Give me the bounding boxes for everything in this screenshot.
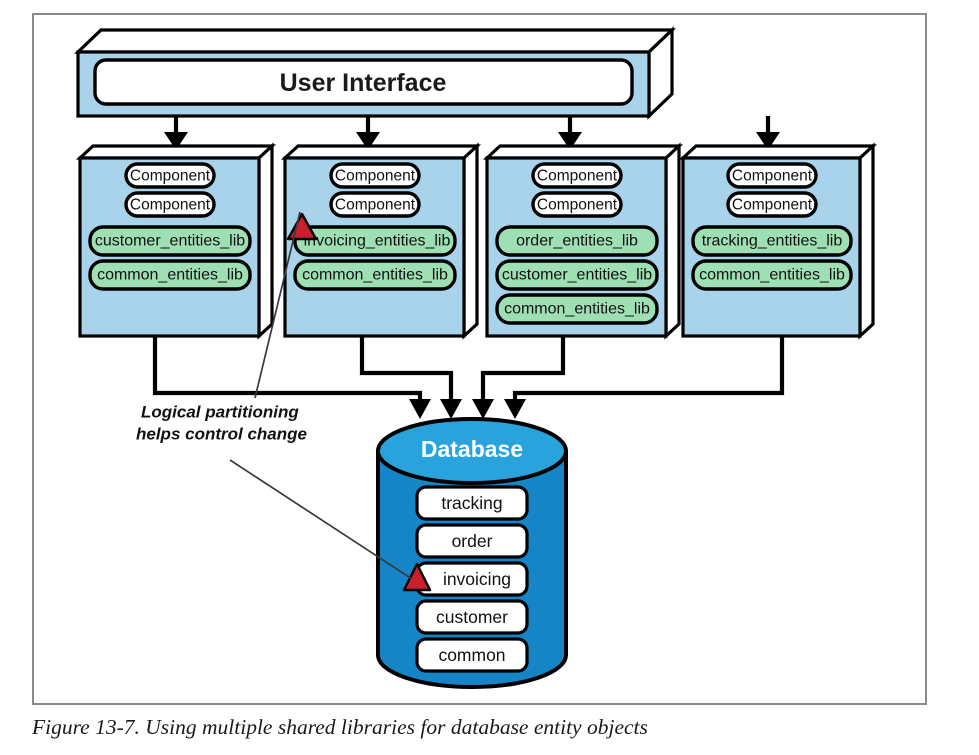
service-3-component-1-label: Component (537, 168, 618, 185)
service-2-library-2-label: common_entities_lib (302, 267, 448, 284)
db-connector-1 (152, 336, 423, 403)
service-box-4[interactable]: Component Component tracking_entities_li… (678, 142, 878, 340)
service-2-side-face (462, 142, 479, 340)
annotation-line-2: helps control change (136, 425, 307, 444)
invoicing-table-marker-icon (402, 562, 432, 592)
database-top-ellipse (376, 417, 568, 485)
database-table-common-label: common (438, 645, 505, 665)
service-3-library-1-label: order_entities_lib (516, 233, 638, 250)
service-2-component-1-label: Component (335, 168, 416, 185)
service-box-2[interactable]: Component Component invoicing_entities_l… (280, 142, 482, 340)
service-4-library-1-label: tracking_entities_lib (702, 233, 843, 250)
service-1-library-2-label: common_entities_lib (97, 267, 243, 284)
service-3-library-2-label: customer_entities_lib (502, 267, 652, 284)
db-connector-1-arrowhead (409, 399, 431, 419)
service-1-library-1[interactable] (88, 225, 252, 257)
database-table-customer[interactable] (415, 599, 529, 635)
service-2-library-1-label: invoicing_entities_lib (304, 233, 451, 250)
service-1-top-face (75, 144, 277, 160)
service-4-component-2[interactable] (726, 191, 818, 218)
service-to-database-connectors (152, 336, 785, 419)
service-1-component-1-label: Component (130, 168, 211, 185)
service-3-component-2-label: Component (537, 197, 618, 214)
ui-layer-inner-panel (93, 58, 634, 106)
database-cylinder[interactable]: Database tracking order invoicing custom… (376, 417, 568, 689)
service-box-1[interactable]: Component Component customer_entities_li… (75, 142, 277, 340)
db-connector-4 (512, 336, 785, 403)
annotation-leader-line-upper (254, 211, 301, 399)
service-1-component-2[interactable] (124, 191, 216, 218)
service-4-top-face (678, 144, 878, 160)
ui-arrow-head-2 (356, 132, 380, 150)
db-connector-2 (359, 336, 454, 403)
service-4-component-1-label: Component (732, 168, 813, 185)
service-4-library-2[interactable] (691, 259, 853, 291)
service-1-library-1-label: customer_entities_lib (95, 233, 245, 250)
db-connector-3 (480, 336, 566, 403)
figure-caption: Figure 13-7. Using multiple shared libra… (32, 715, 648, 739)
service-2-component-2[interactable] (329, 191, 421, 218)
service-4-side-face (858, 142, 875, 340)
db-connector-3-arrowhead (472, 399, 494, 419)
service-2-component-1[interactable] (329, 162, 421, 189)
service-2-component-2-label: Component (335, 197, 416, 214)
database-table-order[interactable] (415, 523, 529, 559)
database-table-tracking-label: tracking (441, 493, 502, 513)
service-3-component-2[interactable] (531, 191, 623, 218)
annotation-leader-line-lower (229, 459, 413, 580)
service-3-component-1[interactable] (531, 162, 623, 189)
ui-layer-top-face (74, 28, 676, 54)
service-3-library-3[interactable] (495, 293, 659, 325)
db-connector-4-arrowhead (504, 399, 526, 419)
db-connector-2-arrowhead (440, 399, 462, 419)
ui-to-service-arrows (164, 116, 780, 150)
ui-arrow-head-1 (164, 132, 188, 150)
service-4-library-1[interactable] (691, 225, 853, 257)
ui-arrow-head-4 (756, 132, 780, 150)
database-table-invoicing-label: invoicing (443, 569, 511, 589)
database-table-customer-label: customer (436, 607, 508, 627)
ui-layer-label: User Interface (280, 69, 447, 97)
service-box-3[interactable]: Component Component order_entities_lib c… (482, 142, 684, 340)
annotation-group: Logical partitioning helps control chang… (136, 211, 413, 580)
service-3-library-2[interactable] (495, 259, 659, 291)
service-1-component-2-label: Component (130, 197, 211, 214)
service-1-library-2[interactable] (88, 259, 252, 291)
service-2-library-1[interactable] (293, 225, 457, 257)
service-4-component-2-label: Component (732, 197, 813, 214)
service-2-library-2[interactable] (293, 259, 457, 291)
service-1-component-1[interactable] (124, 162, 216, 189)
user-interface-layer: User Interface (74, 26, 676, 120)
service-1-side-face (257, 142, 274, 340)
service-3-top-face (482, 144, 684, 160)
database-table-common[interactable] (415, 637, 529, 673)
service-3-side-face (664, 142, 681, 340)
annotation-line-1: Logical partitioning (141, 403, 299, 422)
service-3-library-1[interactable] (495, 225, 659, 257)
database-table-order-label: order (452, 531, 493, 551)
database-table-tracking[interactable] (415, 485, 529, 521)
database-title: Database (421, 436, 523, 462)
service-4-library-2-label: common_entities_lib (699, 267, 845, 284)
service-2-top-face (280, 144, 482, 160)
ui-arrow-head-3 (558, 132, 582, 150)
service-3-library-3-label: common_entities_lib (504, 301, 650, 318)
service-4-component-1[interactable] (726, 162, 818, 189)
